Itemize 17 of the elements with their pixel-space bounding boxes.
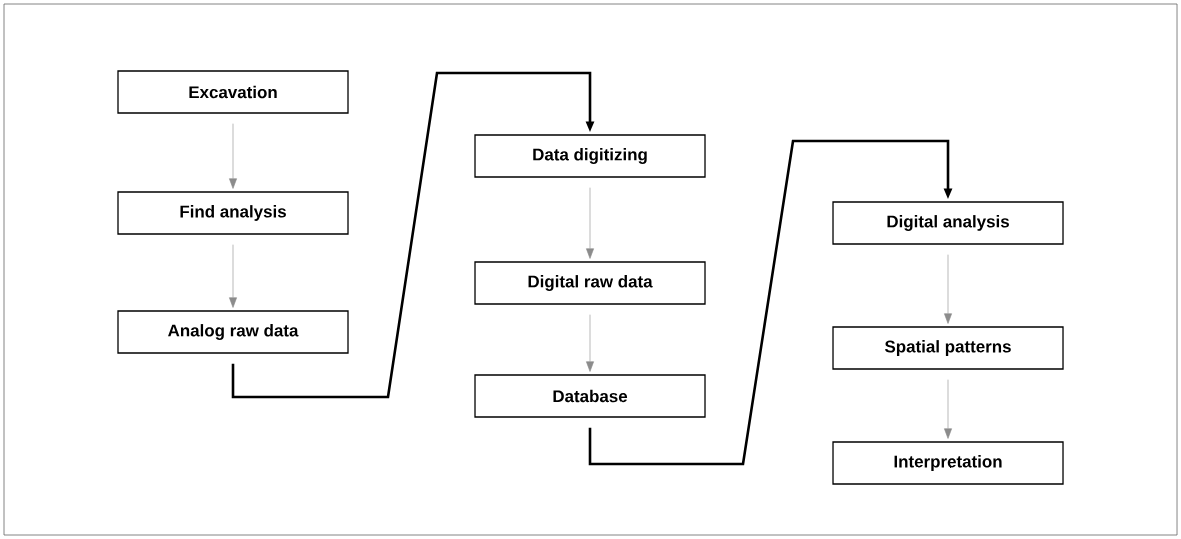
arrow bbox=[944, 254, 952, 324]
arrow bbox=[229, 244, 237, 308]
arrow bbox=[944, 379, 952, 439]
arrow bbox=[586, 187, 594, 259]
arrow bbox=[229, 123, 237, 189]
process-box: Excavation bbox=[117, 70, 349, 114]
process-box: Analog raw data bbox=[117, 310, 349, 354]
process-box: Spatial patterns bbox=[832, 326, 1064, 370]
process-box: Digital analysis bbox=[832, 201, 1064, 245]
arrow bbox=[586, 314, 594, 372]
arrow bbox=[588, 139, 953, 466]
process-box: Interpretation bbox=[832, 441, 1064, 485]
arrow bbox=[231, 71, 595, 399]
process-box: Database bbox=[474, 374, 706, 418]
process-box: Data digitizing bbox=[474, 134, 706, 178]
process-box: Digital raw data bbox=[474, 261, 706, 305]
process-box: Find analysis bbox=[117, 191, 349, 235]
